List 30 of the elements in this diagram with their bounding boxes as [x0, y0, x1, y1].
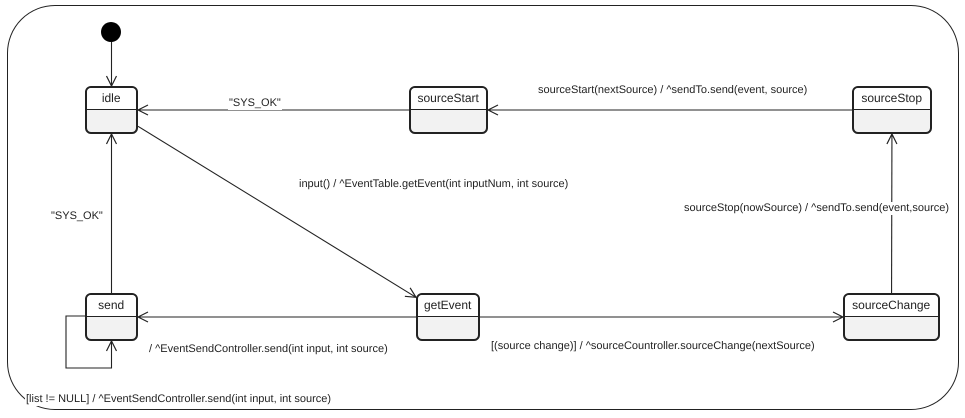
edge-label: input() / ^EventTable.getEvent(int inputNum, int source) — [298, 178, 570, 191]
transition-arrow — [65, 315, 118, 369]
state-name: sourceChange — [844, 294, 938, 317]
state-box — [842, 292, 940, 341]
edge-label: / ^EventSendController.send(int input, int source) — [148, 343, 389, 356]
state-box — [84, 292, 138, 341]
transition-arrow — [138, 126, 417, 298]
edge-label: "SYS_OK" — [228, 97, 282, 110]
state-box — [416, 292, 480, 341]
state-name: sourceStop — [854, 88, 930, 110]
edge-label: [(source change)] / ^sourceCountroller.sourceChange(nextSource) — [490, 340, 816, 353]
transition-arrow — [137, 311, 416, 323]
transition-arrow — [886, 133, 898, 293]
state-name: idle — [86, 88, 136, 110]
transition-arrow — [106, 133, 118, 293]
state-box — [84, 86, 138, 134]
transition-arrow — [480, 311, 844, 323]
state-name: getEvent — [418, 294, 478, 317]
state-box — [408, 86, 488, 134]
transition-arrow — [137, 104, 409, 116]
edge-label: sourceStart(nextSource) / ^sendTo.send(event, source) — [537, 84, 808, 97]
edge-label: [list != NULL] / ^EventSendController.send(int input, int source) — [25, 393, 332, 406]
transition-arrow — [106, 42, 118, 87]
edge-label: "SYS_OK" — [50, 210, 104, 223]
state-box — [852, 86, 932, 134]
state-name: sourceStart — [410, 88, 486, 110]
edge-label: sourceStop(nowSource) / ^sendTo.send(event,source) — [683, 202, 950, 215]
transition-arrow — [487, 104, 852, 116]
initial-state-dot — [101, 22, 122, 42]
state-name: send — [86, 294, 136, 317]
